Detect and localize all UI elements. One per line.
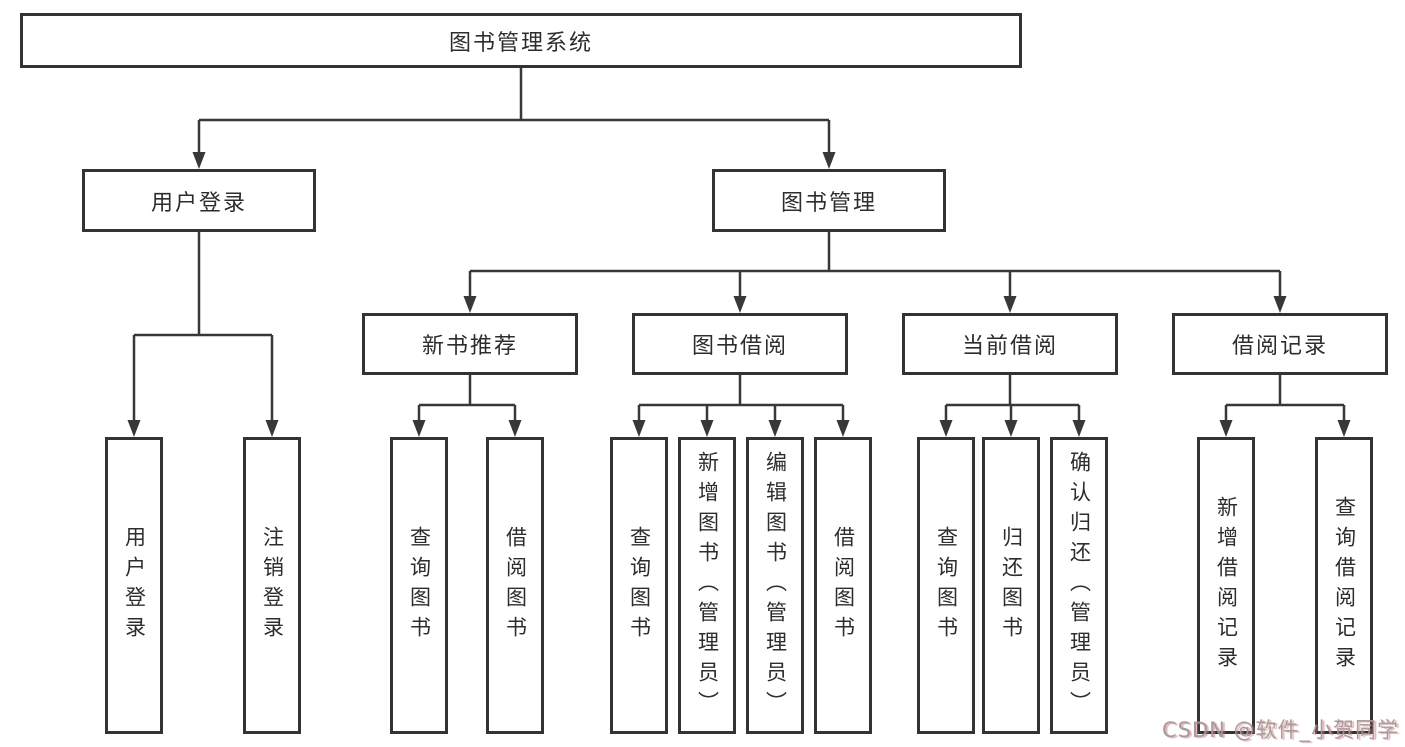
node-label: 新增借阅记录 (1214, 495, 1239, 676)
node-label: 注销登录 (260, 525, 285, 646)
node-label: 借阅图书 (503, 525, 528, 646)
node-label: 归还图书 (999, 525, 1024, 646)
csdn-watermark: CSDN @软件_小贺同学 (1161, 718, 1399, 742)
node-label: 查询图书 (934, 525, 959, 646)
leaf-query-borrow-record: 查询借阅记录 (1315, 437, 1373, 734)
node-label: 编辑图书（管理员） (763, 450, 788, 721)
leaf-return-books: 归还图书 (982, 437, 1040, 734)
leaf-query-books-2: 查询图书 (610, 437, 668, 734)
leaf-logout: 注销登录 (243, 437, 301, 734)
leaf-user-login: 用户登录 (105, 437, 163, 734)
node-label: 图书借阅 (691, 334, 788, 359)
node-label: 用户登录 (150, 190, 247, 216)
node-label: 图书管理系统 (448, 30, 593, 56)
node-label: 借阅图书 (831, 525, 856, 646)
node-user-login: 用户登录 (82, 169, 316, 232)
node-book-borrow: 图书借阅 (632, 313, 848, 375)
node-label: 新增图书（管理员） (695, 450, 720, 721)
node-label: 查询借阅记录 (1332, 495, 1357, 676)
node-current-borrow: 当前借阅 (902, 313, 1118, 375)
leaf-confirm-return-admin: 确认归还（管理员） (1050, 437, 1108, 734)
node-borrow-records: 借阅记录 (1172, 313, 1388, 375)
leaf-edit-books-admin: 编辑图书（管理员） (746, 437, 804, 734)
node-label: 确认归还（管理员） (1067, 450, 1092, 721)
leaf-query-books-1: 查询图书 (390, 437, 448, 734)
leaf-query-books-3: 查询图书 (917, 437, 975, 734)
node-label: 借阅记录 (1231, 334, 1328, 359)
node-book-management: 图书管理 (712, 169, 946, 232)
node-new-book-recommend: 新书推荐 (362, 313, 578, 375)
leaf-borrow-books-1: 借阅图书 (486, 437, 544, 734)
node-label: 图书管理 (780, 190, 877, 216)
node-label: 查询图书 (407, 525, 432, 646)
leaf-borrow-books-2: 借阅图书 (814, 437, 872, 734)
leaf-add-borrow-record: 新增借阅记录 (1197, 437, 1255, 734)
node-root-system: 图书管理系统 (20, 13, 1022, 68)
node-label: 用户登录 (122, 525, 147, 646)
node-label: 新书推荐 (421, 334, 518, 359)
node-label: 当前借阅 (961, 334, 1058, 359)
node-label: 查询图书 (627, 525, 652, 646)
leaf-add-books-admin: 新增图书（管理员） (678, 437, 736, 734)
